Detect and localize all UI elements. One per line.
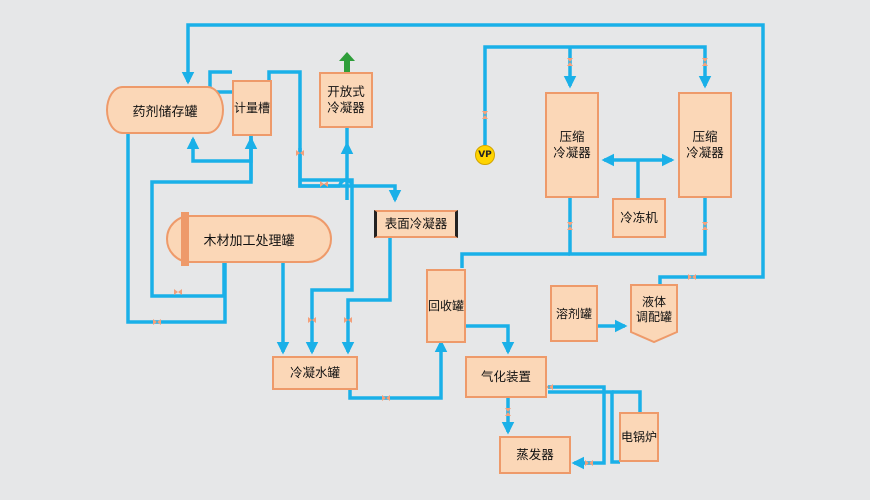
chiller: 冷冻机: [612, 198, 666, 238]
electric-boiler-label: 电锅炉: [621, 430, 658, 444]
solvent-storage-tank: 药剂储存罐: [106, 86, 224, 134]
vacuum-pump-icon: VP: [475, 145, 495, 165]
compression-condenser-right-label: 压缩 冷凝器: [686, 129, 724, 160]
pipe-mixing-to-storage: [181, 23, 765, 285]
chiller-label: 冷冻机: [620, 210, 658, 225]
pipe-to-open-condenser: [298, 148, 340, 188]
pipe-condensate-to-recovery: [348, 339, 448, 400]
liquid-mixing-tank-label: 液体 调配罐: [635, 295, 672, 324]
wood-processing-tank: 木材加工处理罐: [166, 215, 332, 263]
vaporizer: 气化装置: [465, 356, 547, 398]
valve-icon: [174, 289, 182, 295]
recovery-tank: 回收罐: [426, 269, 466, 343]
valve-icon: [505, 408, 511, 416]
valve-icon: [320, 181, 328, 187]
valve-icon: [567, 58, 573, 66]
vaporizer-label: 气化装置: [480, 369, 531, 384]
recovery-tank-label: 回收罐: [428, 299, 465, 313]
condensate-tank-label: 冷凝水罐: [289, 365, 340, 380]
valve-icon: [482, 111, 488, 119]
pipe-metering-right: [267, 70, 402, 203]
metering-tank-label: 计量槽: [234, 101, 271, 115]
valve-icon: [688, 274, 696, 280]
compression-condenser-right: 压缩 冷凝器: [678, 92, 732, 198]
vent-arrow-icon: [339, 52, 355, 72]
pipe-metering-up: [186, 135, 253, 163]
pipe-recovery-to-vaporizer: [462, 324, 515, 355]
pipe-vp-loop: [483, 45, 712, 145]
solvent-tank: 溶剂罐: [550, 285, 598, 342]
pipe-storage-down: [126, 130, 227, 324]
pipe-cc-to-recovery: [460, 252, 570, 268]
wood-tank-end-cap: [181, 212, 189, 266]
valve-icon: [153, 319, 161, 325]
open-condenser: 开放式 冷凝器: [319, 72, 373, 128]
valve-icon: [585, 460, 593, 466]
solvent-tank-label: 溶剂罐: [555, 306, 592, 321]
valve-icon: [382, 395, 390, 401]
compression-condenser-left-label: 压缩 冷凝器: [553, 129, 591, 160]
condensate-tank: 冷凝水罐: [272, 356, 358, 390]
compression-condenser-left: 压缩 冷凝器: [545, 92, 599, 198]
pipe-boiler-link: [548, 390, 620, 464]
solvent-storage-tank-label: 药剂储存罐: [132, 104, 198, 120]
surface-condenser: 表面冷凝器: [374, 210, 458, 238]
evaporator-label: 蒸发器: [516, 447, 554, 462]
evaporator: 蒸发器: [499, 436, 571, 474]
pipe-metering-left: [208, 70, 232, 94]
valve-group: [153, 58, 708, 466]
liquid-mixing-tank-text: 液体 调配罐: [630, 288, 678, 332]
valve-icon: [308, 317, 316, 323]
electric-boiler: 电锅炉: [619, 412, 659, 462]
valve-icon: [702, 58, 708, 66]
valve-icon: [545, 384, 553, 390]
surface-condenser-label: 表面冷凝器: [384, 216, 448, 231]
pipe-surface-down: [341, 238, 392, 355]
open-condenser-label: 开放式 冷凝器: [327, 84, 365, 115]
vacuum-pump-label: VP: [478, 150, 492, 160]
valve-icon: [344, 317, 352, 323]
pipe-cross-line: [300, 178, 354, 355]
pipe-boiler-top: [612, 390, 642, 412]
valve-icon: [296, 150, 304, 156]
valve-icon: [567, 222, 573, 230]
liquid-mixing-tank: [630, 284, 678, 344]
valve-icon: [702, 222, 708, 230]
wood-processing-tank-label: 木材加工处理罐: [203, 233, 295, 249]
metering-tank: 计量槽: [232, 80, 272, 136]
